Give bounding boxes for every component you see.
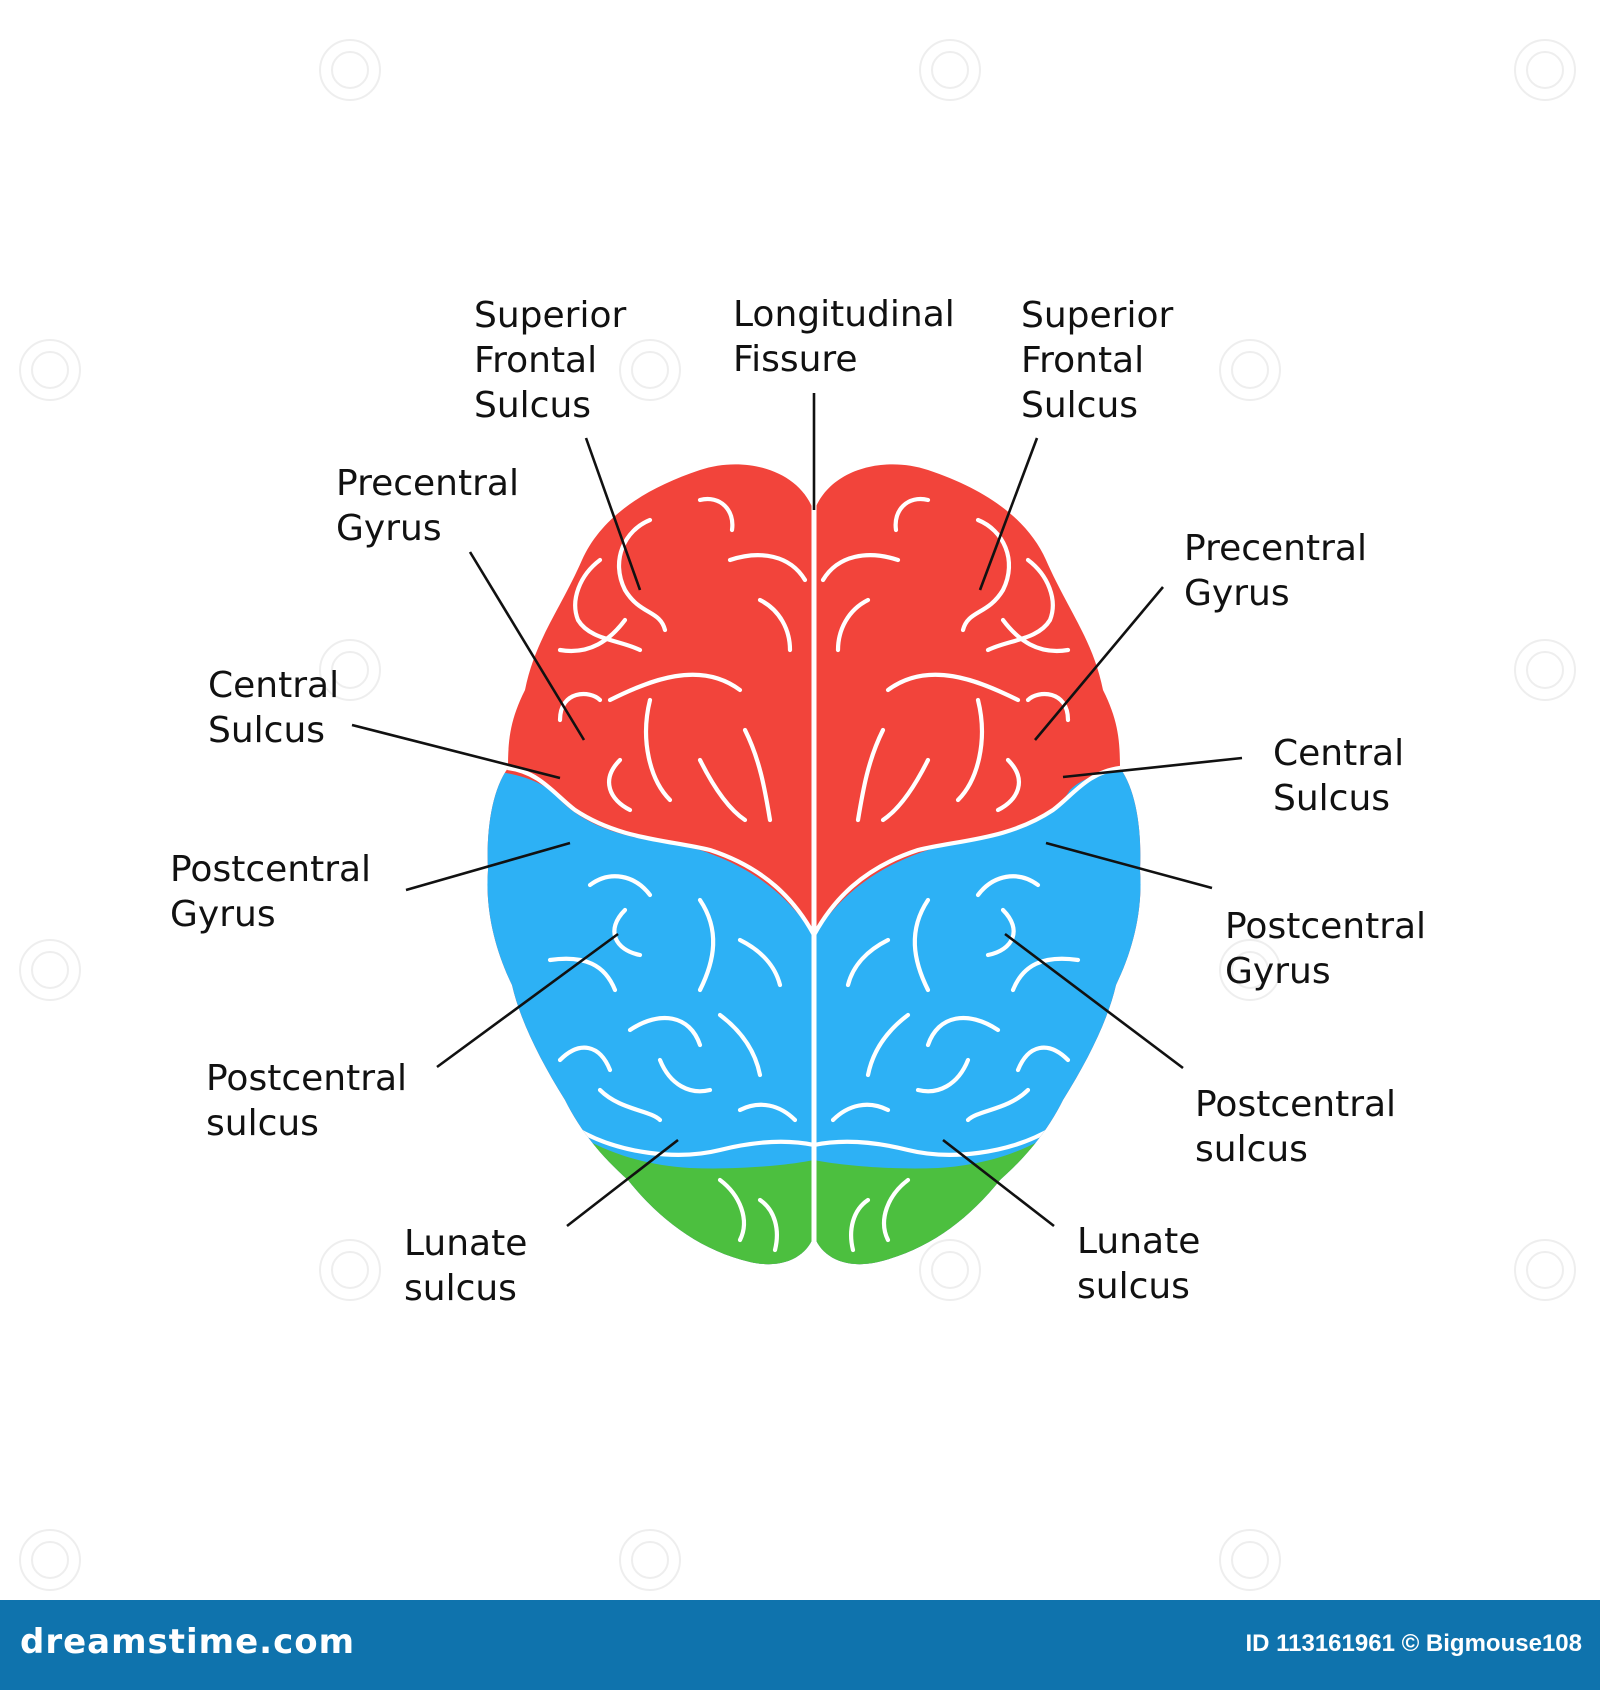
label-left-precentral-gyrus: Precentral Gyrus [336, 463, 530, 549]
label-left-lunate-sulcus: Lunate sulcus [404, 1223, 539, 1309]
watermark-footer: dreamstime.com ID 113161961 © Bigmouse10… [0, 1600, 1600, 1690]
watermark [19, 39, 1576, 1591]
leader-lines [351, 393, 1243, 1228]
label-longitudinal-fissure: Longitudinal Fissure [733, 294, 966, 380]
label-left-superior-frontal-sulcus: Superior Frontal Sulcus [474, 295, 638, 426]
footer-site-name: dreamstime.com [20, 1622, 356, 1662]
label-right-postcentral-sulcus: Postcentral sulcus [1195, 1084, 1408, 1170]
label-right-lunate-sulcus: Lunate sulcus [1077, 1221, 1212, 1307]
label-right-superior-frontal-sulcus: Superior Frontal Sulcus [1021, 295, 1185, 426]
label-left-central-sulcus: Central Sulcus [208, 665, 351, 751]
footer-credit: ID 113161961 © Bigmouse108 [1245, 1630, 1582, 1657]
labels: Superior Frontal Sulcus Longitudinal Fis… [170, 294, 1438, 1309]
label-right-precentral-gyrus: Precentral Gyrus [1184, 528, 1378, 614]
label-left-postcentral-sulcus: Postcentral sulcus [206, 1058, 419, 1144]
label-left-postcentral-gyrus: Postcentral Gyrus [170, 849, 383, 935]
brain [487, 464, 1141, 1265]
label-right-postcentral-gyrus: Postcentral Gyrus [1225, 906, 1438, 992]
label-right-central-sulcus: Central Sulcus [1273, 733, 1416, 819]
